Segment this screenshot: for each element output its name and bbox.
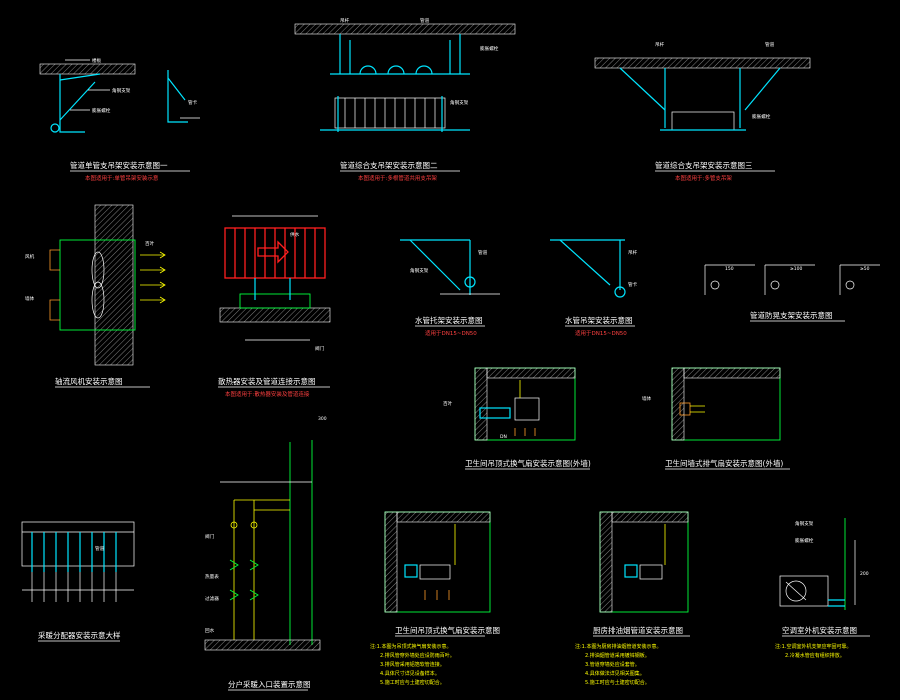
lbl-fan: 风机 bbox=[25, 253, 35, 260]
lbl-bracket: 角钢支架 bbox=[112, 87, 131, 94]
panel-combined-hanger-2: 吊杆 管道 膨胀螺栓 角钢支架 管道综合支吊架安装示意图二 本图适用于:多根管道… bbox=[294, 17, 516, 182]
lbl-bracket-p2: 角钢支架 bbox=[450, 99, 469, 106]
lbl-bolt-p3: 膨胀螺栓 bbox=[752, 113, 771, 120]
title-p7: 水管吊架安装示意图 bbox=[565, 315, 633, 325]
panel-household-entrance: 阀门 热量表 过滤器 回水 分户采暖入口装置示意图 bbox=[204, 440, 321, 691]
lbl-clamp-p7: 管卡 bbox=[628, 281, 638, 288]
panel-kitchen-exhaust: 厨房排油烟管道安装示意图 注:1.本图为厨房排油烟管道安装示意。 2.排油烟管道… bbox=[575, 511, 690, 686]
lbl-pipe-p6: 管道 bbox=[478, 249, 488, 256]
subtitle-p3: 本图适用于:多管支吊架 bbox=[675, 174, 732, 182]
title-p11: 采暖分配器安装示意大样 bbox=[38, 630, 121, 640]
title-p1: 管道单管支吊架安装示意图一 bbox=[70, 160, 168, 170]
note-mid-2: 2.排油烟管道采用镀锌钢板。 bbox=[585, 652, 650, 659]
lbl-hanger-p7: 吊杆 bbox=[628, 249, 638, 256]
note-left-1: 注:1.本图为吊顶式换气扇安装示意。 bbox=[370, 643, 451, 650]
lbl-valve-p12: 阀门 bbox=[205, 533, 215, 540]
note-mid-1: 注:1.本图为厨房排油烟管道安装示意。 bbox=[575, 643, 661, 650]
dim-d1: 200 bbox=[860, 571, 869, 577]
note-right-2: 2.冷凝水管应有组织排放。 bbox=[785, 652, 845, 659]
lbl-pipe-p3: 管道 bbox=[765, 41, 775, 48]
lbl-bolt-p15: 膨胀螺栓 bbox=[795, 537, 814, 544]
subtitle-p2: 本图适用于:多根管道共用支吊架 bbox=[358, 174, 437, 182]
dim-d5: DN bbox=[500, 434, 507, 440]
title-p5: 散热器安装及管道连接示意图 bbox=[218, 376, 316, 386]
title-p6: 水管托架安装示意图 bbox=[415, 315, 483, 325]
panel-single-hanger: 楼板 角钢支架 膨胀螺栓 管卡 管道单管支吊架安装示意图一 本图适用于:单管吊架… bbox=[39, 57, 200, 182]
note-right-1: 注:1.空调室外机支架应牢固可靠。 bbox=[775, 643, 851, 650]
subtitle-p6: 适用于DN15~DN50 bbox=[425, 329, 477, 337]
panel-combined-hanger-3: 吊杆 管道 膨胀螺栓 管道综合支吊架安装示意图三 本图适用于:多管支吊架 bbox=[594, 41, 811, 182]
title-p2: 管道综合支吊架安装示意图二 bbox=[340, 160, 438, 170]
dim-d3: 150 bbox=[725, 266, 734, 272]
note-left-4: 4.具体尺寸详见设备样本。 bbox=[380, 670, 440, 677]
lbl-pipe-p2: 管道 bbox=[420, 17, 430, 24]
lbl-louver-p9: 百叶 bbox=[443, 400, 453, 407]
title-p10: 卫生间墙式排气扇安装示意图(外墙) bbox=[665, 458, 783, 468]
lbl-bolt: 膨胀螺栓 bbox=[92, 107, 111, 114]
note-mid-5: 5.施工时应与土建密切配合。 bbox=[585, 679, 650, 686]
title-p9: 卫生间吊顶式换气扇安装示意图(外墙) bbox=[465, 458, 591, 468]
panel-anti-sway: 150 ≥100 ≥50 管道防晃支架安装示意图 bbox=[704, 264, 880, 322]
panel-pipe-bracket: 管道 角钢支架 水管托架安装示意图 适用于DN15~DN50 bbox=[400, 239, 500, 337]
lbl-valve-p5: 阀门 bbox=[315, 345, 325, 352]
panel-pipe-hanger: 吊杆 管卡 水管吊架安装示意图 适用于DN15~DN50 bbox=[550, 239, 638, 337]
dim-d6: ≥50 bbox=[860, 266, 870, 272]
title-p12: 分户采暖入口装置示意图 bbox=[228, 679, 311, 689]
dim-d2: 300 bbox=[318, 416, 327, 422]
panel-bath-wall-fan: 墙体 卫生间墙式排气扇安装示意图(外墙) bbox=[642, 367, 790, 470]
lbl-bracket-p6: 角钢支架 bbox=[410, 267, 429, 274]
note-left-3: 3.排风管采用铝箔软管连接。 bbox=[380, 661, 445, 668]
title-p13: 卫生间吊顶式换气扇安装示意图 bbox=[395, 625, 500, 635]
subtitle-p5: 本图适用于:散热器安装及管道连接 bbox=[225, 390, 310, 398]
lbl-ceiling: 楼板 bbox=[92, 57, 102, 64]
note-mid-4: 4.具体做法详见相关图集。 bbox=[585, 670, 645, 677]
lbl-wall-p10: 墙体 bbox=[642, 395, 652, 402]
lbl-bracket-p15: 角钢支架 bbox=[795, 520, 814, 527]
lbl-bolt-p2: 膨胀螺栓 bbox=[480, 45, 499, 52]
panel-bath-ceiling-fan: 百叶 卫生间吊顶式换气扇安装示意图(外墙) bbox=[443, 367, 591, 470]
note-left-5: 5.施工时应与土建密切配合。 bbox=[380, 679, 445, 686]
title-p14: 厨房排油烟管道安装示意图 bbox=[593, 625, 683, 635]
lbl-filter: 过滤器 bbox=[205, 595, 219, 602]
note-left-2: 2.排风管穿外墙处应设防雨百叶。 bbox=[380, 652, 455, 659]
panel-radiator: 供水 阀门 散热器安装及管道连接示意图 本图适用于:散热器安装及管道连接 bbox=[218, 215, 331, 398]
lbl-louver: 百叶 bbox=[145, 240, 155, 247]
title-p15: 空调室外机安装示意图 bbox=[782, 625, 857, 635]
lbl-hanger-p2: 吊杆 bbox=[340, 17, 350, 24]
title-p4: 轴流风机安装示意图 bbox=[55, 376, 123, 386]
panel-ac-outdoor-unit: 200 角钢支架 膨胀螺栓 空调室外机安装示意图 注:1.空调室外机支架应牢固可… bbox=[775, 518, 870, 659]
title-p8: 管道防晃支架安装示意图 bbox=[750, 310, 833, 320]
lbl-hanger-p3: 吊杆 bbox=[655, 41, 665, 48]
panel-axial-fan: 风机 墙体 百叶 轴流风机安装示意图 bbox=[25, 204, 166, 388]
note-mid-3: 3.管道穿墙处应设套管。 bbox=[585, 661, 640, 668]
dim-d4: ≥100 bbox=[790, 266, 802, 272]
lbl-supply: 供水 bbox=[290, 231, 300, 238]
title-p3: 管道综合支吊架安装示意图三 bbox=[655, 160, 753, 170]
lbl-wall-p4: 墙体 bbox=[25, 295, 35, 302]
lbl-meter: 热量表 bbox=[205, 573, 219, 580]
panel-manifold: 管道 采暖分配器安装示意大样 bbox=[21, 521, 135, 642]
subtitle-p7: 适用于DN15~DN50 bbox=[575, 329, 627, 337]
lbl-return: 回水 bbox=[205, 627, 215, 634]
lbl-pipe-p11: 管道 bbox=[95, 545, 105, 552]
panel-bath-fan-section: 卫生间吊顶式换气扇安装示意图 注:1.本图为吊顶式换气扇安装示意。 2.排风管穿… bbox=[370, 511, 500, 686]
subtitle-p1: 本图适用于:单管吊架安装示意 bbox=[85, 174, 159, 182]
lbl-clamp: 管卡 bbox=[188, 99, 198, 106]
